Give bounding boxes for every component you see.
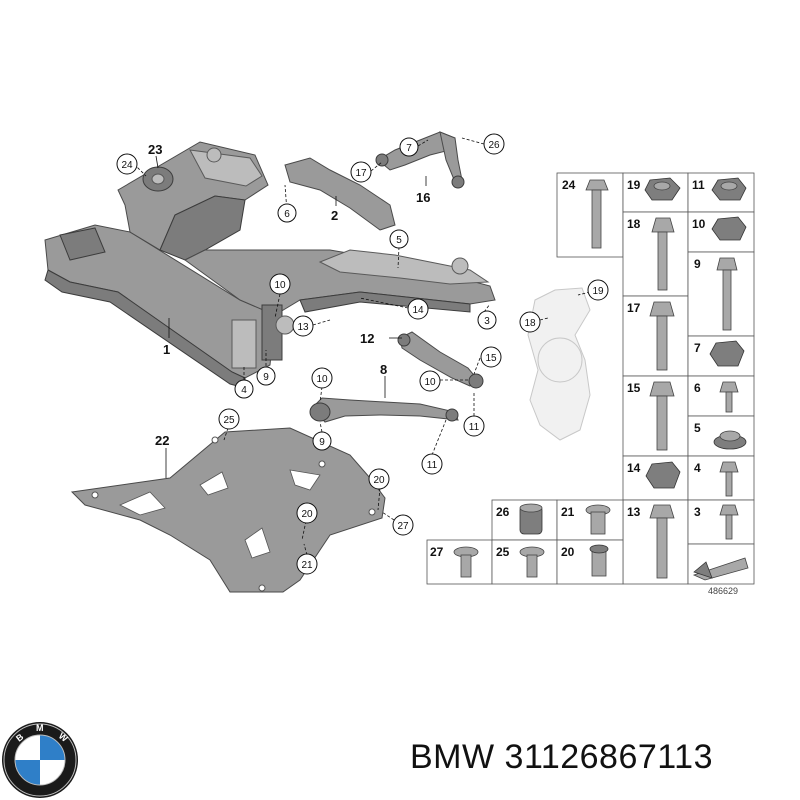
cell-4: 4 <box>694 461 701 475</box>
cell-9: 9 <box>694 257 701 271</box>
label-2: 2 <box>331 208 338 223</box>
label-19: 19 <box>592 286 604 297</box>
label-5: 5 <box>396 235 402 246</box>
logo-letter-b: B <box>14 731 26 743</box>
bmw-logo: B M W <box>2 722 78 798</box>
cell-21: 21 <box>561 505 575 519</box>
label-6: 6 <box>284 209 290 220</box>
cell-11: 11 <box>692 178 705 192</box>
label-11-b: 11 <box>427 460 438 471</box>
label-15: 15 <box>485 353 497 364</box>
label-1: 1 <box>163 342 170 357</box>
label-9-b: 9 <box>319 437 325 448</box>
label-27: 27 <box>397 521 409 532</box>
label-8: 8 <box>380 362 387 377</box>
cell-24: 24 <box>562 178 576 192</box>
label-13: 13 <box>297 322 309 333</box>
upper-control-arm-16 <box>375 131 465 189</box>
cell-15: 15 <box>627 381 641 395</box>
label-16: 16 <box>416 190 430 205</box>
cell-20: 20 <box>561 545 575 559</box>
cell-13: 13 <box>627 505 641 519</box>
cell-26: 26 <box>496 505 510 519</box>
cell-10: 10 <box>692 217 706 231</box>
part-number-caption: BMW 31126867113 <box>410 738 713 776</box>
label-20-b: 20 <box>301 509 313 520</box>
label-10-b: 10 <box>316 374 328 385</box>
cell-17: 17 <box>627 301 641 315</box>
label-12: 12 <box>360 331 374 346</box>
cell-7: 7 <box>694 341 701 355</box>
label-25: 25 <box>223 415 235 426</box>
hardware-catalog: 24 19 11 18 10 9 17 7 15 6 5 14 4 13 3 2… <box>426 172 755 596</box>
cell-27: 27 <box>430 545 444 559</box>
cell-5: 5 <box>694 421 701 435</box>
control-arm-12 <box>397 331 484 389</box>
cell-14: 14 <box>627 461 641 475</box>
label-9-a: 9 <box>263 372 269 383</box>
label-20-a: 20 <box>373 475 385 486</box>
cell-25: 25 <box>496 545 510 559</box>
label-7: 7 <box>406 143 412 154</box>
label-14: 14 <box>412 305 424 316</box>
cell-18: 18 <box>627 217 641 231</box>
label-10-c: 10 <box>424 377 436 388</box>
cell-19: 19 <box>627 178 641 192</box>
label-24: 24 <box>121 160 133 171</box>
cell-6: 6 <box>694 381 701 395</box>
front-subframe <box>44 141 496 389</box>
label-17: 17 <box>355 168 367 179</box>
label-3: 3 <box>484 316 490 327</box>
label-10-a: 10 <box>274 280 286 291</box>
underbody-plate-22 <box>70 427 386 593</box>
label-11-a: 11 <box>469 422 480 433</box>
label-18: 18 <box>524 318 536 329</box>
label-21: 21 <box>301 560 313 571</box>
brace-strut-2 <box>284 157 396 231</box>
bushing-23 <box>142 166 174 192</box>
steering-knuckle-ghost <box>527 287 591 441</box>
control-arm-8 <box>309 397 459 423</box>
label-23: 23 <box>148 142 162 157</box>
label-22: 22 <box>155 433 169 448</box>
cell-3: 3 <box>694 505 701 519</box>
label-4: 4 <box>241 385 247 396</box>
label-26: 26 <box>488 140 500 151</box>
reference-number: 486629 <box>708 586 738 596</box>
logo-letter-m: M <box>36 723 44 733</box>
callouts: 23 24 1 6 2 16 17 7 26 5 3 14 13 10 9 4 … <box>116 133 609 575</box>
